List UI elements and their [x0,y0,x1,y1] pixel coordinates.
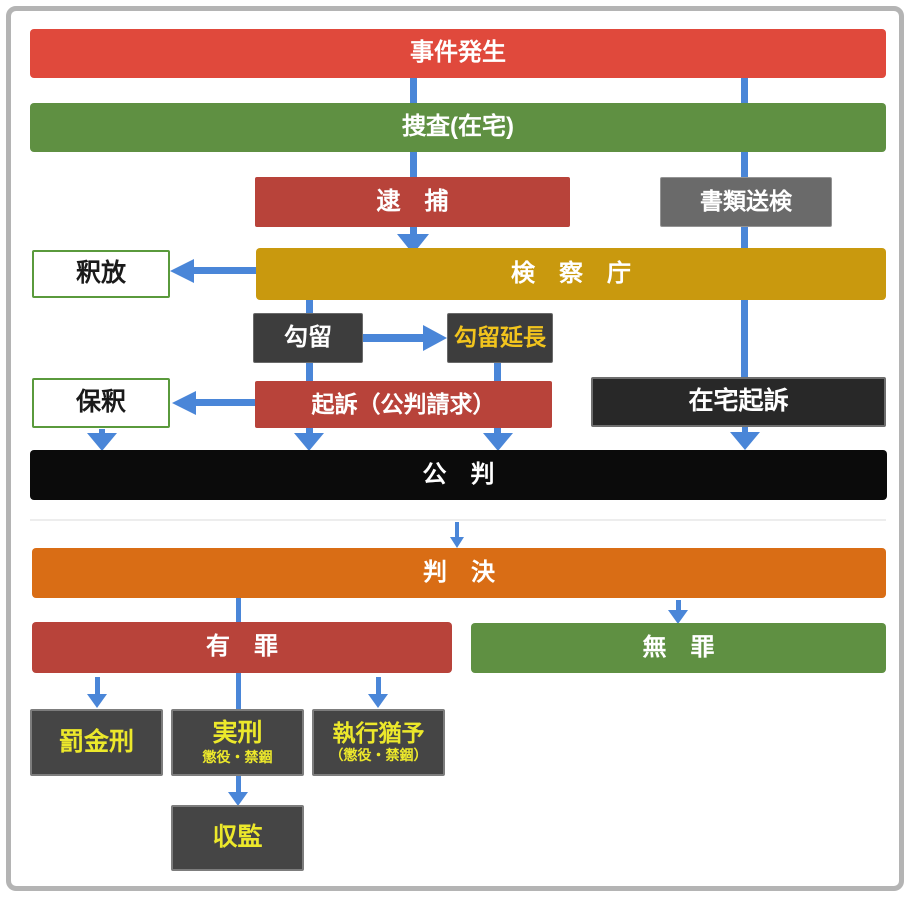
connector-kensatsu-to-shakuho-line [190,267,256,274]
connector-encho-to-kiso [494,363,501,381]
arrowhead-yuzai-to-bakkin [87,694,107,708]
node-koryu: 勾留 [253,313,363,363]
arrowhead-yuzai-to-shikko [368,694,388,708]
node-shukan: 収監 [171,805,304,871]
node-shakuho: 釈放 [32,250,170,298]
connector-hanketsu-to-muzai-line [676,600,681,612]
connector-kohan-to-hanketsu-line [455,522,459,538]
arrowhead-kensatsu-to-shakuho [170,259,194,283]
node-bakkin-kei: 罰金刑 [30,709,163,776]
node-hoshaku: 保釈 [32,378,170,428]
connector-koryu-to-kiso [306,363,313,381]
arrowhead-hanketsu-to-muzai [668,610,688,624]
node-shikko-yuyo: 執行猶予 （懲役・禁錮） [312,709,445,776]
node-kiso-kohan-seikyu: 起訴（公判請求） [255,381,552,428]
connector-kensatsu-to-zaitaku [741,299,748,377]
connector-taiho-to-kensatsu-line [410,227,417,236]
node-muzai: 無 罪 [471,623,886,673]
connector-hanketsu-to-yuzai [236,598,241,622]
arrowhead-kiso-to-kohan-right [483,433,513,451]
connector-yuzai-to-bakkin-line [95,677,100,695]
node-yuzai: 有 罪 [32,622,452,673]
arrowhead-hoshaku-to-kohan [87,433,117,451]
connector-shorui-to-kensatsu [741,227,748,248]
diagram-frame [6,6,904,891]
connector-kiso-to-kohan-left-line [306,427,313,435]
arrowhead-kiso-to-kohan-left [294,433,324,451]
node-sousa-zaitaku: 捜査(在宅) [30,103,886,152]
connector-zaitaku-to-kohan-line [742,427,748,434]
node-taiho: 逮 捕 [255,177,570,227]
connector-sousa-to-taiho [410,152,417,177]
node-shikko-yuyo-sublabel: （懲役・禁錮） [329,747,428,764]
node-shorui-soken: 書類送検 [660,177,832,227]
node-jikkei-label: 実刑 [212,719,263,748]
arrowhead-kohan-to-hanketsu [450,537,464,548]
node-jikkei-sublabel: 懲役・禁錮 [202,748,273,765]
connector-sousa-to-shorui [741,152,748,177]
arrowhead-koryu-to-encho [423,325,447,351]
section-divider [30,519,886,521]
connector-kiso-to-kohan-right-line [494,427,501,435]
connector-kensatsu-to-koryu [306,299,313,313]
connector-yuzai-to-shikko-line [376,677,381,695]
connector-jikkei-to-shukan-line [236,776,241,793]
node-kensatsucho: 検 察 庁 [256,248,886,300]
node-koryu-encho: 勾留延長 [447,313,553,363]
node-zaitaku-kiso: 在宅起訴 [591,377,886,427]
connector-jiken-to-sousa-left [410,78,417,104]
arrowhead-zaitaku-to-kohan [730,432,760,450]
node-hanketsu: 判 決 [32,548,886,598]
connector-jiken-to-sousa-right [741,78,748,104]
node-shikko-yuyo-label: 執行猶予 [332,720,425,747]
node-jiken-hassei: 事件発生 [30,29,886,78]
arrowhead-kiso-to-hoshaku [172,391,196,415]
node-kohan: 公 判 [30,450,887,500]
arrowhead-jikkei-to-shukan [228,792,248,806]
node-jikkei: 実刑 懲役・禁錮 [171,709,304,776]
connector-koryu-to-encho-line [363,334,425,342]
connector-kiso-to-hoshaku-line [194,399,255,406]
connector-hoshaku-to-kohan-line [99,429,105,435]
connector-yuzai-to-jikkei [236,673,241,709]
